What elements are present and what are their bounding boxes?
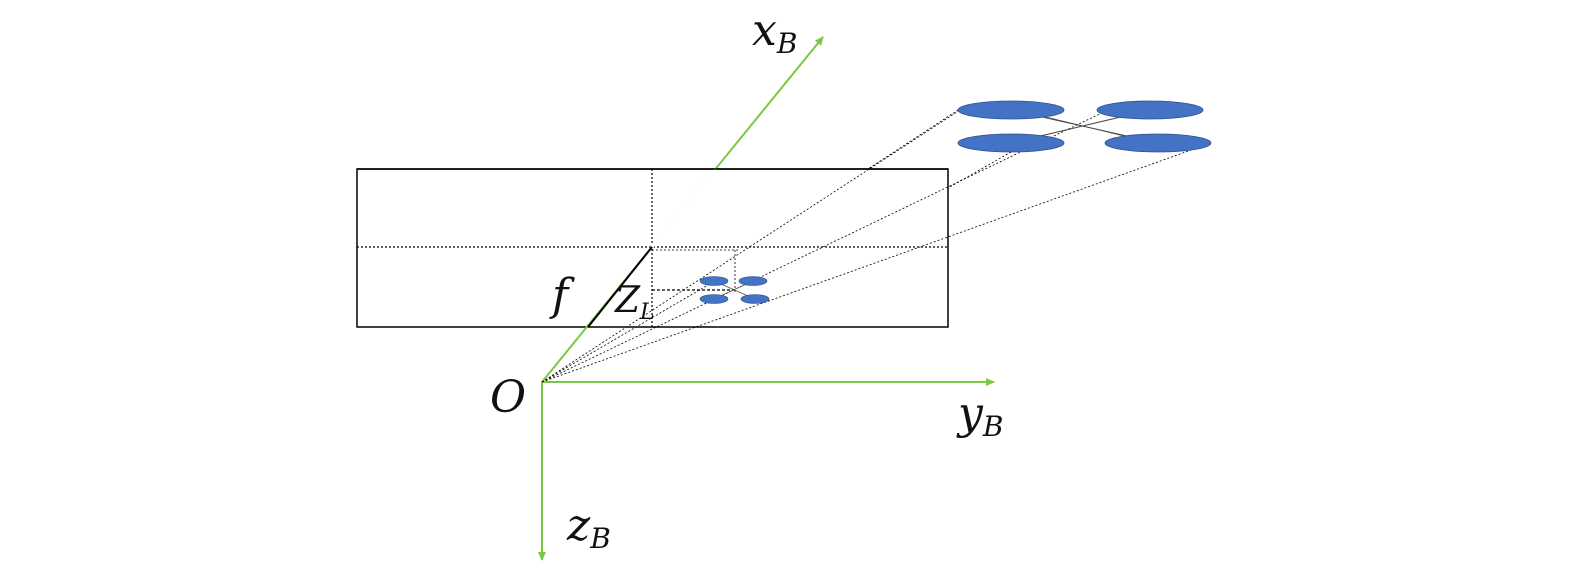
projected-rotor-2 [738,276,768,286]
focal-length-label: f [549,270,575,321]
projection-ray-3 [541,143,1209,383]
projection-ray-2 [541,109,1109,383]
projected-drone [699,276,770,304]
real-rotor-3 [957,133,1065,153]
projected-rotor-4 [740,294,770,304]
origin-label: O [490,372,526,423]
x-axis-hidden-cover [650,168,718,248]
outline-ray-2 [947,151,1012,189]
real-rotor-4 [1104,133,1212,153]
y-axis-label: yB [956,388,1003,443]
projection-ray-1 [541,109,961,383]
real-rotor-1 [957,100,1065,120]
z-axis-label: zB [566,500,611,555]
outline-ray-1 [867,109,959,170]
x-axis-label: xB [752,5,797,60]
focal-length-line [587,246,653,328]
zl-label: ZL [614,280,655,325]
real-rotor-2 [1096,100,1204,120]
projected-rotor-3 [699,294,729,304]
real-drone [957,100,1212,153]
projected-rotor-1 [699,276,729,286]
